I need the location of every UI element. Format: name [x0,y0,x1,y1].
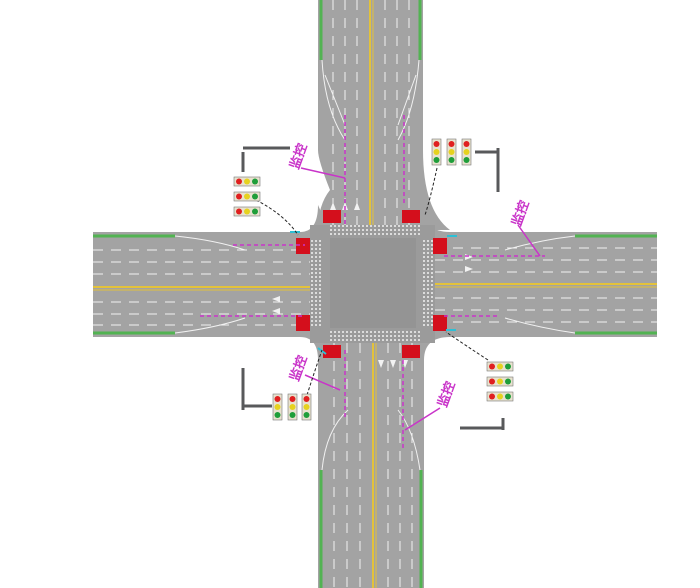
refuge-island-icon [296,238,310,254]
surveillance-lines [200,115,545,450]
signal-sw [241,349,323,421]
refuge-island-icon [402,345,420,358]
label-south-east: 监控 [435,379,459,409]
east-approach-markings [435,234,657,335]
refuge-island-icon [433,238,447,254]
north-approach-markings [319,0,422,225]
lane-arrow-icon [272,308,280,314]
refuge-island-icon [296,315,310,331]
lane-arrow-icon [330,202,336,210]
south-road [318,335,424,588]
traffic-light-icon [272,393,312,421]
refuge-island-icon [433,315,447,331]
crosswalks [311,225,433,341]
signal-se [445,331,514,430]
traffic-light-icon [486,361,514,402]
crosswalk-west [311,240,321,328]
intersection-center [330,238,416,328]
refuge-island-icon [323,210,341,223]
detector-marks [290,231,457,355]
lane-arrow-icon [390,360,396,368]
west-approach-markings [93,234,310,335]
north-road [318,0,450,230]
lane-arrow-icon [354,202,360,210]
traffic-light-icon [233,176,261,217]
crosswalk-east [423,240,433,328]
label-south-west: 监控 [287,353,311,383]
refuge-island-icon [402,210,420,223]
lane-arrow-icon [465,266,473,272]
road-surfaces [93,0,657,588]
label-north: 监控 [287,141,311,171]
refuge-islands [296,210,447,358]
traffic-light-icon [431,138,472,166]
signal-ne [424,138,500,216]
label-east: 监控 [509,198,533,228]
refuge-island-icon [323,345,341,358]
west-road [93,232,328,337]
signal-nw [233,146,299,236]
south-approach-markings [319,343,423,588]
lane-arrow-icon [378,360,384,368]
crosswalk-north [330,225,420,235]
crosswalk-south [330,331,420,341]
lane-arrow-icon [272,296,280,302]
